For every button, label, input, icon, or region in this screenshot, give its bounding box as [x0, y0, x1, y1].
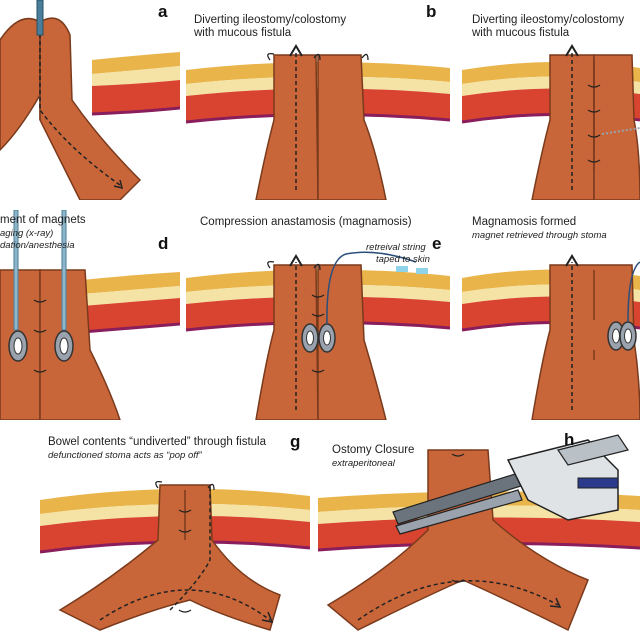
panel-d-illustration: [0, 210, 180, 420]
panel-c-illustration: [462, 44, 640, 200]
panel-a-letter: a: [158, 2, 168, 21]
magnet-catheters: [13, 210, 67, 331]
panel-g: Bowel contents “undiverted” through fist…: [40, 430, 310, 640]
arrow-head-icon: [289, 254, 303, 267]
panel-g-title: Bowel contents “undiverted” through fist…: [48, 436, 266, 448]
panel-c-title-line1: Diverting ileostomy/colostomy: [472, 14, 625, 26]
panel-c: Diverting ileostomy/colostomy with mucou…: [462, 0, 640, 200]
panel-e-callout-line2: taped to skin: [376, 254, 430, 265]
panel-f-illustration: [462, 254, 640, 420]
panel-a: a: [0, 0, 180, 200]
panel-b-letter: b: [426, 2, 437, 21]
joined-bowel: [531, 264, 640, 420]
panel-h-sub: extraperitoneal: [332, 458, 395, 469]
panel-b-title-line1: Diverting ileostomy/colostomy: [194, 14, 347, 26]
panel-g-sub: defunctioned stoma acts as “pop off”: [48, 450, 202, 461]
panel-h-title: Ostomy Closure: [332, 444, 415, 456]
panel-g-illustration: [40, 480, 310, 631]
bowel-pathway-arrow: [39, 20, 121, 186]
panel-b-title-line2: with mucous fistula: [194, 27, 292, 39]
arrow-head-icon: [565, 254, 579, 267]
suture-icon: [155, 480, 215, 613]
arrow-head-icon: [549, 597, 562, 608]
bowel-limbs: [0, 269, 121, 420]
panel-e-illustration: [186, 251, 450, 420]
magnet-icon: [301, 323, 336, 353]
suture-icon: [587, 84, 601, 163]
abdominal-wall-layers: [91, 52, 180, 116]
panel-g-letter: g: [290, 432, 301, 451]
bowel-pathway-arrow: [99, 589, 271, 621]
panel-f-sub: magnet retrieved through stoma: [472, 230, 607, 241]
skin-tape: [396, 266, 408, 272]
panel-b-illustration: [186, 44, 450, 200]
panel-e-title: Compression anastamosis (magnamosis): [200, 216, 412, 228]
panel-e-letter: e: [432, 234, 442, 253]
panel-b: Diverting ileostomy/colostomy with mucou…: [186, 0, 450, 200]
panel-h: Ostomy Closure extraperitoneal h: [318, 430, 640, 640]
panel-f-title: Magnamosis formed: [472, 216, 577, 228]
panel-a-illustration: [0, 0, 180, 200]
suture-icon: [33, 299, 47, 373]
panel-c-title-line2: with mucous fistula: [472, 27, 570, 39]
stapler-icon: [392, 434, 629, 535]
skin-tape: [416, 268, 428, 274]
panel-f: Magnamosis formed magnet retrieved throu…: [462, 210, 640, 420]
arrow-head-icon: [565, 44, 579, 57]
dotted-guide: [601, 127, 640, 135]
suture-icon: [451, 453, 465, 583]
panel-d-title: ment of magnets: [0, 214, 86, 226]
panel-h-illustration: [318, 434, 640, 632]
retrieval-string: [627, 261, 640, 323]
stoma-and-fistula: [255, 54, 387, 200]
arrow-head-icon: [289, 44, 303, 57]
panel-h-letter: h: [564, 430, 575, 449]
panel-d-sub1: aging (x-ray): [0, 228, 54, 239]
arrow-head-icon: [261, 611, 274, 624]
magnet-icon: [607, 321, 637, 351]
undiverted-flow-arrow: [169, 486, 211, 611]
panel-d: ment of magnets aging (x-ray) dation/ane…: [0, 210, 180, 420]
arrow-head-icon: [113, 179, 124, 190]
magnet-icon: [8, 330, 74, 362]
panel-d-letter: d: [158, 234, 169, 253]
suture-icon: [267, 260, 325, 373]
retrieval-string: [326, 251, 417, 325]
panel-e-callout-line1: retreival string: [366, 242, 426, 253]
suture-icon: [267, 52, 369, 61]
abdominal-wall-layers: [81, 272, 180, 334]
panel-e: Compression anastamosis (magnamosis) ret…: [186, 210, 450, 420]
panel-d-sub2: dation/anesthesia: [0, 240, 75, 251]
catheter: [36, 0, 44, 36]
stoma-and-fistula: [255, 264, 387, 420]
